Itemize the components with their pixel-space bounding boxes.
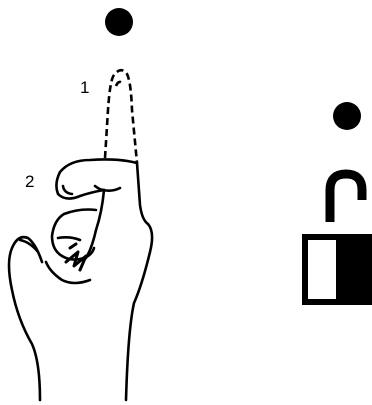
dashed-finger-icon bbox=[105, 70, 137, 163]
step-label-1: 1 bbox=[80, 78, 89, 97]
dot-icon bbox=[105, 8, 133, 36]
pointing-hand-icon bbox=[9, 159, 152, 400]
lock-dot-icon bbox=[333, 102, 361, 130]
open-padlock-icon bbox=[305, 174, 372, 302]
step-label-2: 2 bbox=[25, 172, 34, 191]
